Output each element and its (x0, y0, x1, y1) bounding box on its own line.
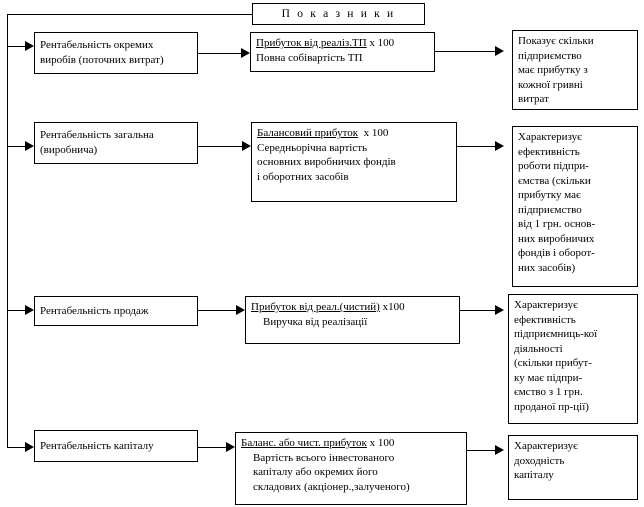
diagram-title-box: П о к а з н и к и (252, 3, 425, 25)
meaning-3-line7: ємство з 1 грн. (514, 386, 583, 399)
meaning-3-line1: Характеризує (514, 299, 578, 311)
arrow-head-meaning-2 (495, 141, 504, 151)
meaning-1-line5: витрат (518, 93, 549, 106)
page-title: П о к а з н и к и (281, 8, 396, 20)
meaning-2-line2: ефективність (518, 145, 580, 158)
formula-numerator-row-4: Баланс. або чист. прибуток х 100 (241, 436, 461, 451)
formula-numerator-1: Прибуток від реаліз.ТП (256, 37, 367, 49)
formula-denominator-2-line2: основних виробничих фондів (257, 156, 396, 169)
arrow-head-spine-to-indicator-4 (25, 442, 34, 452)
indicator-label-3-line1: Рентабельність продаж (40, 304, 149, 317)
meaning-3-line5: (скільки прибут- (514, 357, 592, 370)
meaning-box-2: Характеризує ефективність роботи підпри-… (512, 126, 638, 287)
formula-denominator-4-line3: складових (акціонер.,залученого) (253, 480, 410, 493)
arrow-head-meaning-1 (495, 46, 504, 56)
arrow-head-meaning-4 (495, 445, 504, 455)
meaning-box-1: Показує скільки підприємство має прибутк… (512, 30, 638, 110)
meaning-3-line2: ефективність (514, 313, 576, 326)
formula-numerator-row-2: Балансовий прибуток х 100 (257, 126, 451, 141)
meaning-2-line5: прибутку має (518, 189, 581, 202)
formula-multiplier-1: х 100 (369, 37, 395, 49)
meaning-1-line4: кожної гривні (518, 78, 583, 91)
connector-indicator-to-formula-3 (198, 310, 240, 311)
formula-numerator-2: Балансовий прибуток (257, 127, 359, 139)
formula-multiplier-3: х100 (382, 301, 405, 313)
meaning-2-line7: від 1 грн. основ- (518, 218, 596, 231)
indicator-label-4-line1: Рентабельність капіталу (40, 439, 154, 452)
indicator-label-2-line1: Рентабельність загальна (40, 129, 154, 142)
meaning-2-line1: Характеризує (518, 131, 582, 143)
arrow-head-formula-4 (226, 442, 235, 452)
meaning-3-line8: проданої пр-ції) (514, 400, 589, 413)
connector-formula-to-meaning-3 (460, 310, 497, 311)
indicator-label-2-line2: (виробнича) (40, 144, 98, 156)
meaning-2-line6: підприємство (518, 203, 582, 216)
indicator-box-3: Рентабельність продаж (34, 296, 198, 326)
spine-branch-line-3 (7, 310, 27, 311)
formula-denominator-2-line3: і оборотних засобів (257, 170, 349, 183)
formula-numerator-4: Баланс. або чист. прибуток (241, 437, 367, 449)
title-connector-line (7, 14, 253, 15)
connector-indicator-to-formula-4 (198, 447, 230, 448)
meaning-box-4: Характеризує доходність капіталу (508, 435, 638, 500)
meaning-4-line2: доходність (514, 454, 565, 467)
formula-denominator-2-line1: Середньорічна вартість (257, 141, 368, 154)
indicator-label-1-line1: Рентабельність окремих (40, 39, 154, 52)
connector-formula-to-meaning-2 (457, 146, 497, 147)
arrow-head-formula-3 (236, 305, 245, 315)
connector-indicator-to-formula-1 (198, 53, 244, 54)
meaning-1-line2: підприємство (518, 49, 582, 62)
formula-denominator-4-line1: Вартість всього інвестованого (253, 451, 395, 464)
main-spine-line (7, 14, 8, 448)
meaning-2-line10: них засобів) (518, 261, 576, 274)
indicator-box-1: Рентабельність окремих виробів (поточних… (34, 32, 198, 74)
meaning-4-line3: капіталу (514, 469, 554, 482)
formula-multiplier-2: х 100 (363, 127, 389, 139)
meaning-3-line3: підприємниць-кої (514, 328, 598, 341)
arrow-head-spine-to-indicator-1 (25, 41, 34, 51)
spine-branch-line-1 (7, 46, 27, 47)
connector-indicator-to-formula-2 (198, 146, 246, 147)
formula-numerator-row-1: Прибуток від реаліз.ТП х 100 (256, 36, 429, 51)
formula-box-3: Прибуток від реал.(чистий) х100 Виручка … (245, 296, 460, 344)
arrow-head-spine-to-indicator-3 (25, 305, 34, 315)
indicator-label-1-line2: виробів (поточних витрат) (40, 54, 164, 66)
indicator-box-4: Рентабельність капіталу (34, 430, 198, 462)
formula-box-2: Балансовий прибуток х 100 Середньорічна … (251, 122, 457, 202)
meaning-2-line9: фондів і оборот- (518, 247, 595, 260)
meaning-2-line4: ємства (скільки (518, 174, 591, 187)
spine-branch-line-2 (7, 146, 27, 147)
connector-formula-to-meaning-1 (435, 51, 497, 52)
meaning-1-line1: Показує скільки (518, 35, 594, 47)
formula-numerator-row-3: Прибуток від реал.(чистий) х100 (251, 300, 454, 315)
formula-numerator-3: Прибуток від реал.(чистий) (251, 301, 380, 313)
meaning-3-line6: ку має підпри- (514, 371, 583, 384)
meaning-2-line3: роботи підпри- (518, 160, 589, 173)
formula-denominator-4-line2: капіталу або окремих його (253, 466, 378, 479)
spine-branch-line-4 (7, 447, 27, 448)
arrow-head-formula-2 (242, 141, 251, 151)
formula-denominator-3-line1: Виручка від реалізації (263, 315, 368, 328)
arrow-head-formula-1 (241, 48, 250, 58)
meaning-box-3: Характеризує ефективність підприємниць-к… (508, 294, 638, 424)
meaning-4-line1: Характеризує (514, 440, 578, 452)
indicator-box-2: Рентабельність загальна (виробнича) (34, 122, 198, 164)
formula-denominator-1-line1: Повна собівартість ТП (256, 51, 363, 64)
formula-box-1: Прибуток від реаліз.ТП х 100 Повна собів… (250, 32, 435, 72)
formula-multiplier-4: х 100 (369, 437, 395, 449)
formula-box-4: Баланс. або чист. прибуток х 100 Вартіст… (235, 432, 467, 505)
meaning-3-line4: діяльності (514, 342, 563, 355)
meaning-2-line8: них виробничих (518, 232, 595, 245)
meaning-1-line3: має прибутку з (518, 64, 588, 77)
arrow-head-meaning-3 (495, 305, 504, 315)
connector-formula-to-meaning-4 (467, 450, 497, 451)
arrow-head-spine-to-indicator-2 (25, 141, 34, 151)
